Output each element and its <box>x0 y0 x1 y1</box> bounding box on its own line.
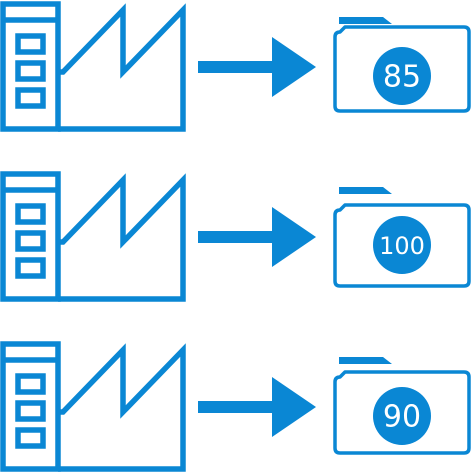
factory-icon <box>0 1 186 132</box>
folder-value: 90 <box>383 400 421 435</box>
folder-icon: 90 <box>333 357 471 455</box>
diagram-row: 90 <box>0 341 471 472</box>
factory-icon <box>0 171 186 302</box>
folder-value: 100 <box>379 232 425 260</box>
folder-icon: 100 <box>333 187 471 288</box>
arrow-right-icon <box>198 207 316 267</box>
diagram-row: 85 <box>0 1 471 132</box>
factory-icon <box>0 341 186 472</box>
folder-icon: 85 <box>333 17 471 113</box>
arrow-right-icon <box>198 37 316 97</box>
folder-value: 85 <box>383 60 421 95</box>
diagram-row: 100 <box>0 171 471 302</box>
arrow-right-icon <box>198 377 316 437</box>
